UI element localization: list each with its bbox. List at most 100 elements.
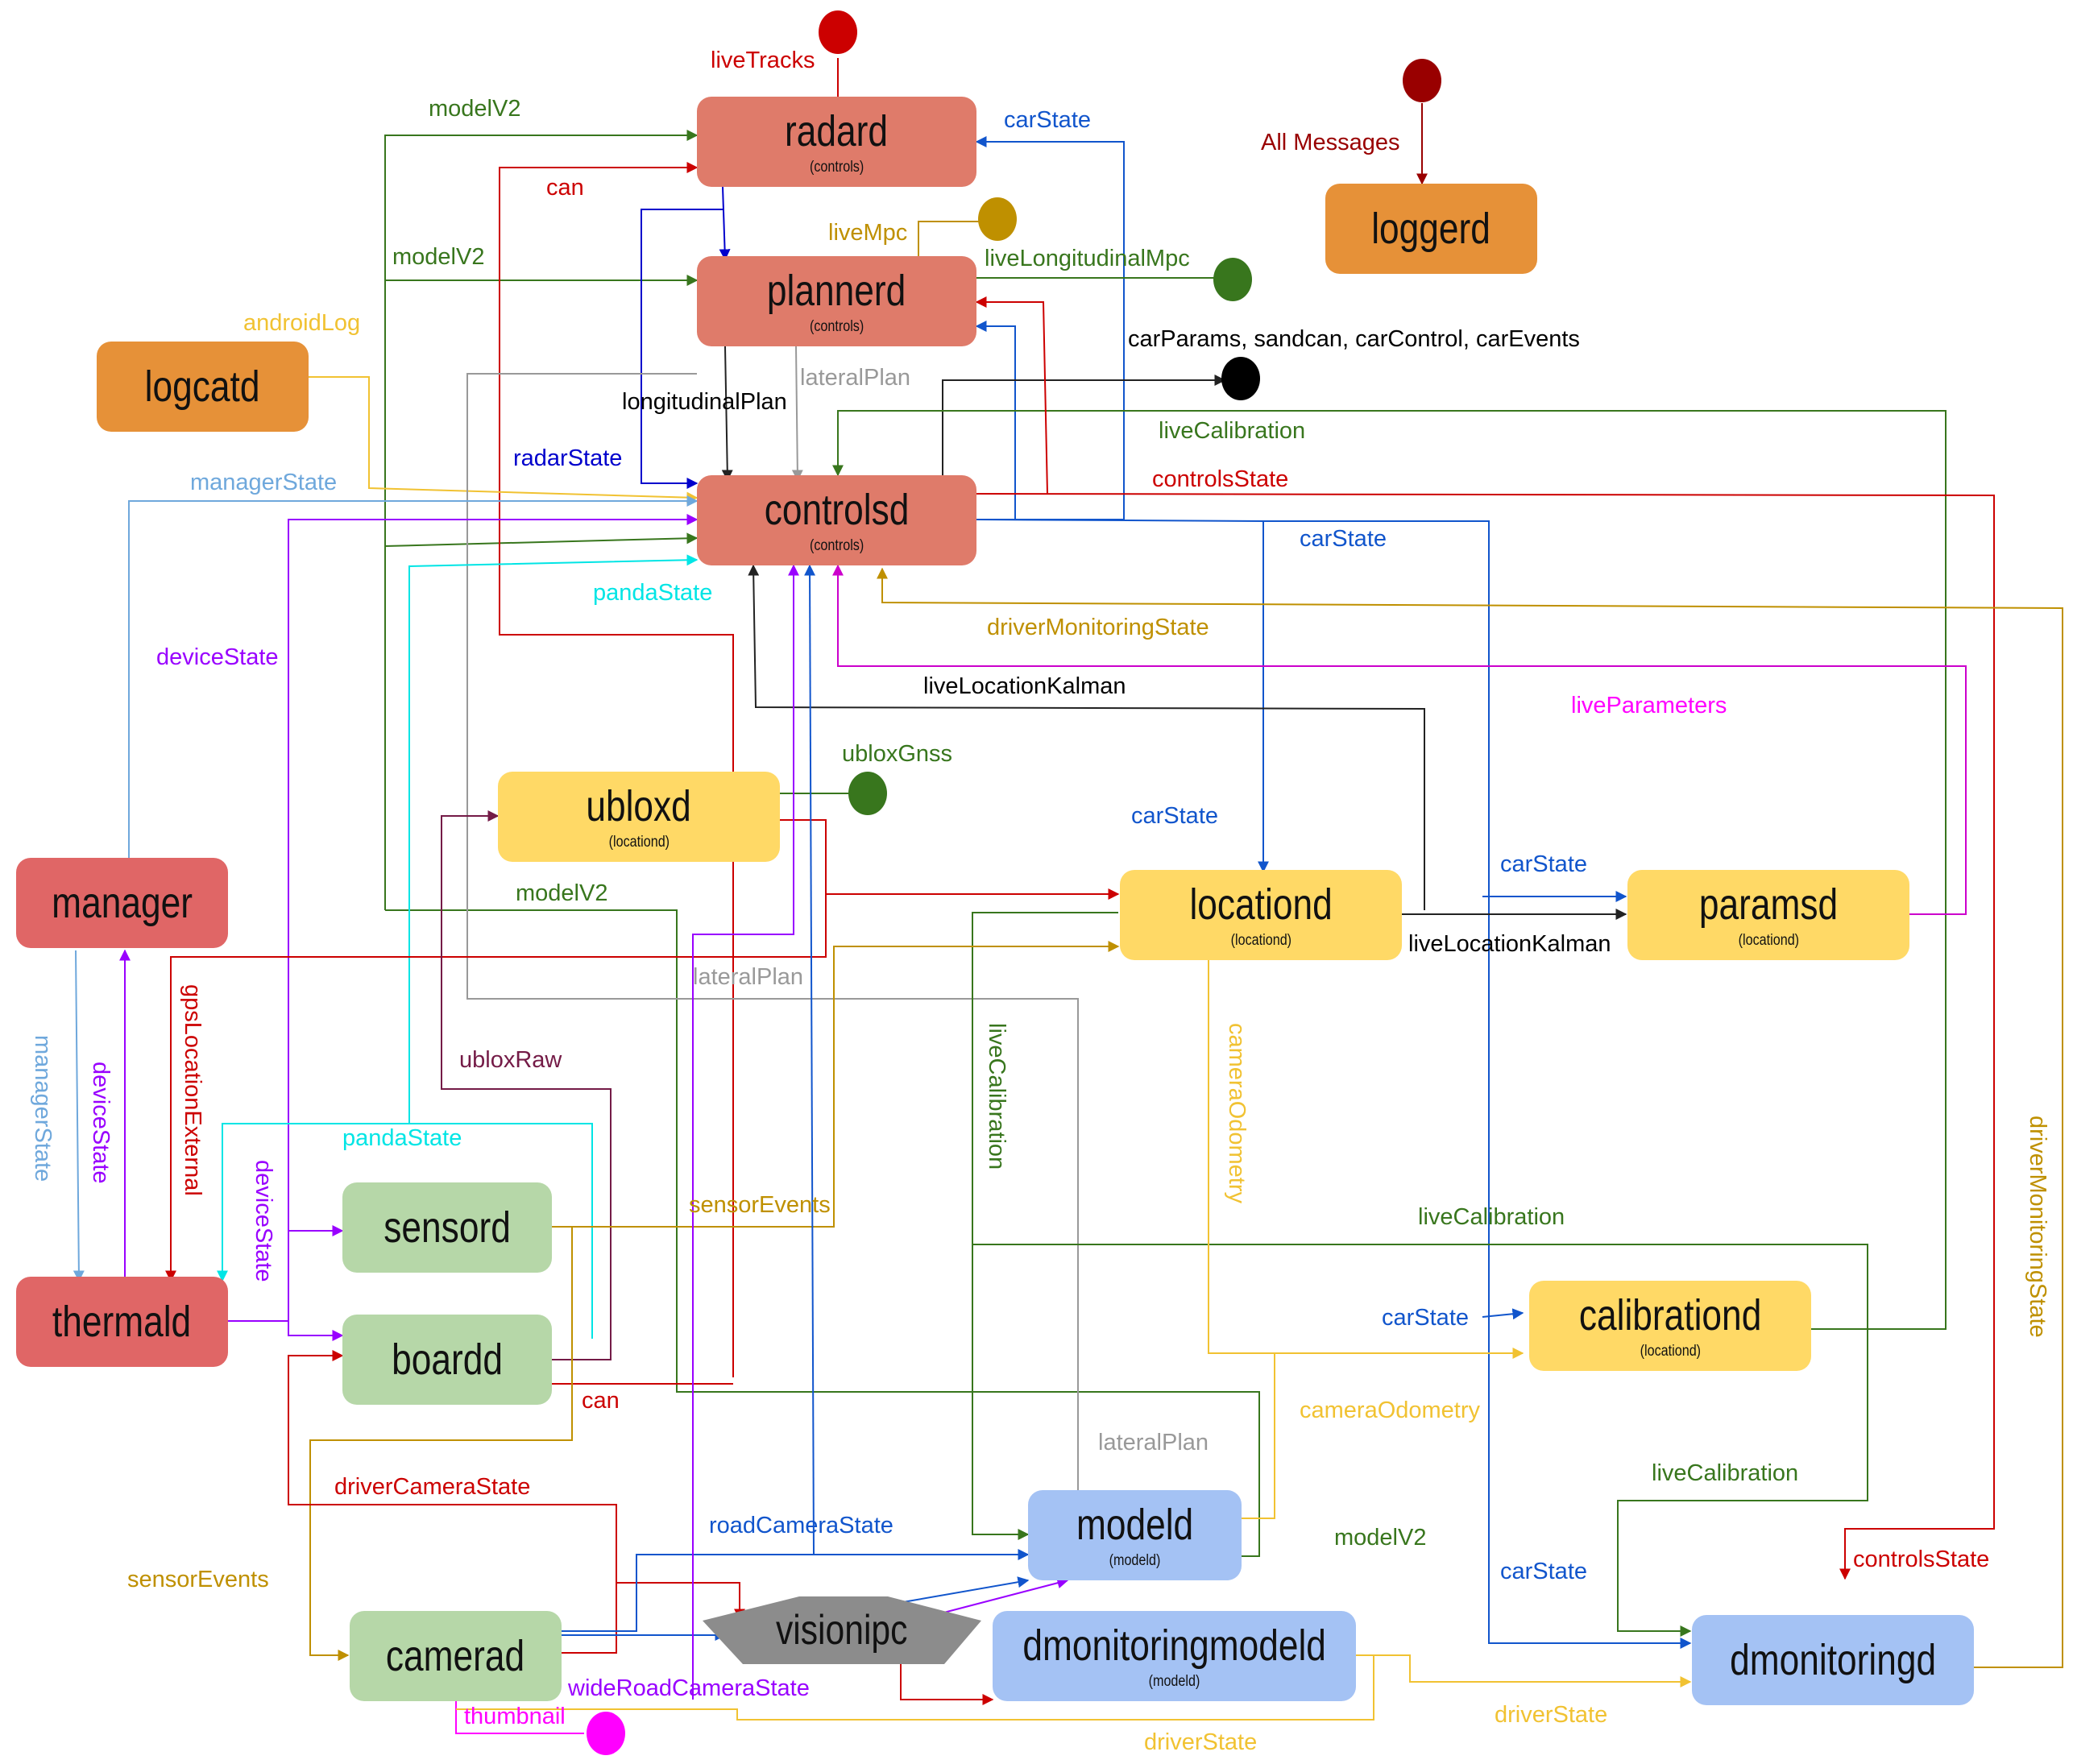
node-modeld-name: modeld <box>1076 1500 1194 1549</box>
label-liveTracks: liveTracks <box>711 48 815 73</box>
node-dmonitoringd[interactable]: dmonitoringd <box>1692 1615 1974 1705</box>
label-pandaState-b: pandaState <box>342 1125 462 1151</box>
label-liveLocationKalman-b: liveLocationKalman <box>1408 931 1611 957</box>
label-liveLongitudinalMpc: liveLongitudinalMpc <box>985 246 1190 271</box>
wire-liveCalibration-modeld <box>972 912 1118 1540</box>
node-camerad-name: camerad <box>386 1632 525 1680</box>
node-loggerd[interactable]: loggerd <box>1325 184 1537 274</box>
label-modelV2-b: modelV2 <box>392 244 484 270</box>
wire-visionipc-dmonitoringmodeld <box>900 1664 994 1705</box>
node-plannerd-name: plannerd <box>767 266 906 315</box>
node-paramsd[interactable]: paramsd (locationd) <box>1627 870 1909 960</box>
wire-controlsState-plannerd <box>975 296 1048 495</box>
node-radard[interactable]: radard (controls) <box>697 97 976 187</box>
label-controlsState-a: controlsState <box>1152 466 1288 492</box>
node-boardd-name: boardd <box>392 1335 503 1384</box>
wire-lateralPlan-modeld <box>466 373 1079 1497</box>
node-ubloxd-sub: (locationd) <box>608 833 670 851</box>
node-sensord-name: sensord <box>384 1203 511 1252</box>
label-liveCalibration-a: liveCalibration <box>1159 418 1305 444</box>
node-dmonitoringmodeld-sub: (modeld) <box>1148 1672 1200 1690</box>
wire-ubloxRaw <box>441 810 612 1360</box>
wire-driverState-loggerd <box>456 1655 1374 1721</box>
label-driverState-b: driverState <box>1144 1729 1257 1755</box>
node-dmonitoringmodeld-name: dmonitoringmodeld <box>1022 1621 1326 1670</box>
label-driverState-a: driverState <box>1495 1702 1607 1728</box>
node-calibrationd-name: calibrationd <box>1578 1290 1762 1340</box>
wire-controlsState <box>976 493 1995 1580</box>
label-liveParameters: liveParameters <box>1571 693 1727 718</box>
node-ubloxd-name: ubloxd <box>586 781 692 830</box>
wire-driverCameraState <box>288 1350 617 1654</box>
node-boardd[interactable]: boardd <box>342 1315 552 1405</box>
wire-managerState <box>128 495 699 858</box>
label-longitudinalPlan: longitudinalPlan <box>622 389 787 415</box>
gold-dot <box>978 197 1017 241</box>
wire-sensorEvents <box>552 941 1120 1228</box>
wire-liveLocationKalman-controlsd <box>748 564 1425 910</box>
node-manager[interactable]: manager <box>16 858 228 948</box>
visionipc-hexagon <box>703 1596 981 1664</box>
wire-carParams <box>942 375 1226 475</box>
wire-driverMonitoringState <box>877 567 2063 1668</box>
wire-deviceState-boardd2 <box>288 1321 344 1341</box>
label-deviceState-b: deviceState <box>88 1062 114 1184</box>
wire-can <box>499 162 734 1377</box>
wire-modelV2-controlsd <box>384 532 699 547</box>
wire-radarState <box>641 209 723 489</box>
wire-driverState <box>1356 1654 1692 1687</box>
wire-thumbnail <box>455 1700 584 1734</box>
node-camerad[interactable]: camerad <box>350 1611 562 1701</box>
label-modelV2-d: modelV2 <box>1334 1525 1426 1551</box>
label-pandaState-a: pandaState <box>593 580 712 606</box>
wire-cameraOdometry-modeld <box>1242 1353 1275 1519</box>
node-manager-name: manager <box>52 879 193 927</box>
node-visionipc[interactable]: visionipc <box>703 1596 981 1664</box>
node-logcatd[interactable]: logcatd <box>97 342 309 432</box>
wire-visionipc-modeld <box>898 1576 1030 1604</box>
node-modeld-sub: (modeld) <box>1109 1551 1161 1569</box>
label-carParams: carParams, sandcan, carControl, carEvent… <box>1128 326 1580 352</box>
node-locationd[interactable]: locationd (locationd) <box>1120 870 1402 960</box>
label-thumbnail: thumbnail <box>464 1704 566 1729</box>
node-dmonitoringmodeld[interactable]: dmonitoringmodeld (modeld) <box>993 1611 1356 1701</box>
wire-longitudinalPlan <box>721 346 733 482</box>
node-loggerd-name: loggerd <box>1371 205 1491 253</box>
wire-androidLog <box>309 376 699 503</box>
label-carState-b: carState <box>1300 526 1387 552</box>
wire-pandaState-thermald <box>217 1123 593 1339</box>
node-modeld[interactable]: modeld (modeld) <box>1028 1490 1242 1580</box>
wire-labels: liveTracks All Messages modelV2 carState… <box>30 48 2050 1755</box>
label-lateralPlan-b: lateralPlan <box>693 964 803 990</box>
label-liveMpc: liveMpc <box>828 220 907 246</box>
node-controlsd[interactable]: controlsd (controls) <box>697 475 976 565</box>
node-paramsd-sub: (locationd) <box>1738 931 1799 949</box>
wire-lateralPlan-controlsd <box>791 346 803 482</box>
node-radard-name: radard <box>785 106 889 155</box>
green-dot <box>1213 258 1252 301</box>
label-driverMonitoringState-a: driverMonitoringState <box>987 615 1209 640</box>
label-liveLocationKalman-a: liveLocationKalman <box>923 673 1126 699</box>
node-ubloxd[interactable]: ubloxd (locationd) <box>498 772 780 862</box>
wire-ubloxGnss-locationd <box>780 819 1120 900</box>
node-sensord[interactable]: sensord <box>342 1182 552 1273</box>
node-thermald[interactable]: thermald <box>16 1277 228 1367</box>
node-calibrationd[interactable]: calibrationd (locationd) <box>1529 1281 1811 1371</box>
label-all-messages: All Messages <box>1261 130 1399 155</box>
wire-liveMpc <box>918 221 997 256</box>
label-androidLog: androidLog <box>243 310 360 336</box>
label-carState-c: carState <box>1131 803 1218 829</box>
node-plannerd[interactable]: plannerd (controls) <box>697 256 976 346</box>
wire-liveParameters <box>832 564 1967 915</box>
node-locationd-name: locationd <box>1189 880 1333 929</box>
endpoint-dots <box>587 10 1441 1755</box>
black-dot <box>1221 357 1260 400</box>
wire-modelV2-modeld <box>385 909 1260 1557</box>
node-controlsd-name: controlsd <box>764 485 910 534</box>
wire-roadCameraState-controlsd <box>804 564 816 1555</box>
wire-carState-calibrationd <box>1482 1308 1524 1320</box>
label-radarState: radarState <box>513 445 622 471</box>
label-can-a: can <box>546 175 584 201</box>
node-dmonitoringd-name: dmonitoringd <box>1730 1636 1936 1684</box>
